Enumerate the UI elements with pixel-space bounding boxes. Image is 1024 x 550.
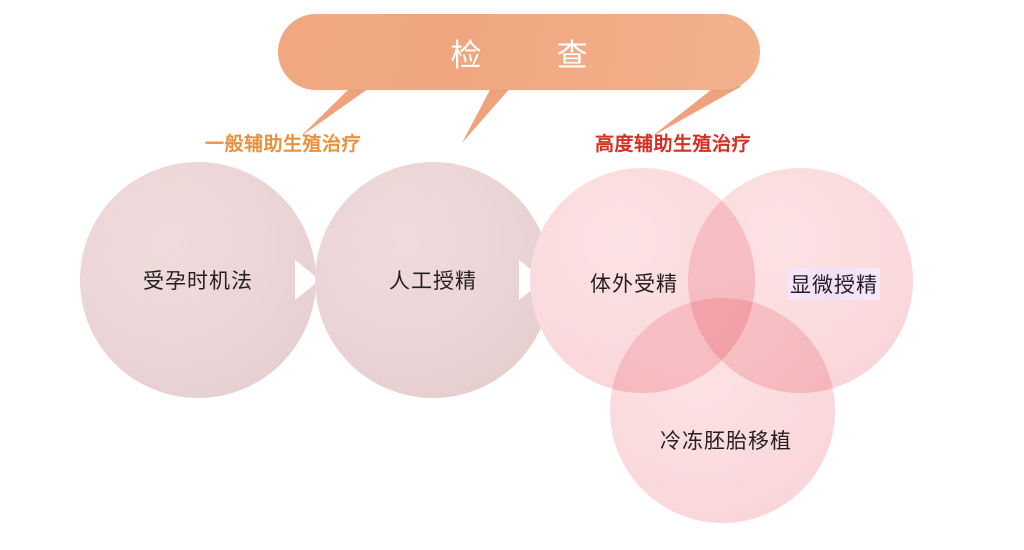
- banner-tail-center-icon: [462, 86, 512, 143]
- venn-circle-fet: [610, 298, 835, 523]
- banner-title: 检 查: [450, 37, 610, 73]
- venn-label-ivf: 体外受精: [590, 272, 678, 296]
- branch-label-advanced-art: 高度辅助生殖治疗: [595, 134, 752, 155]
- flow-step-iui: 人工授精: [315, 162, 551, 398]
- branch-label-general-art: 一般辅助生殖治疗: [205, 134, 362, 155]
- venn-diagram-advanced-art: 体外受精 显微授精 冷冻胚胎移植: [530, 160, 930, 523]
- flow-step-label: 人工授精: [389, 269, 477, 293]
- flow-step-timed-intercourse: 受孕时机法: [80, 162, 316, 398]
- venn-label-fet: 冷冻胚胎移植: [660, 429, 792, 453]
- venn-label-icsi: 显微授精: [788, 268, 880, 300]
- header-banner: 检 查: [278, 14, 760, 90]
- flow-step-label: 受孕时机法: [143, 269, 253, 293]
